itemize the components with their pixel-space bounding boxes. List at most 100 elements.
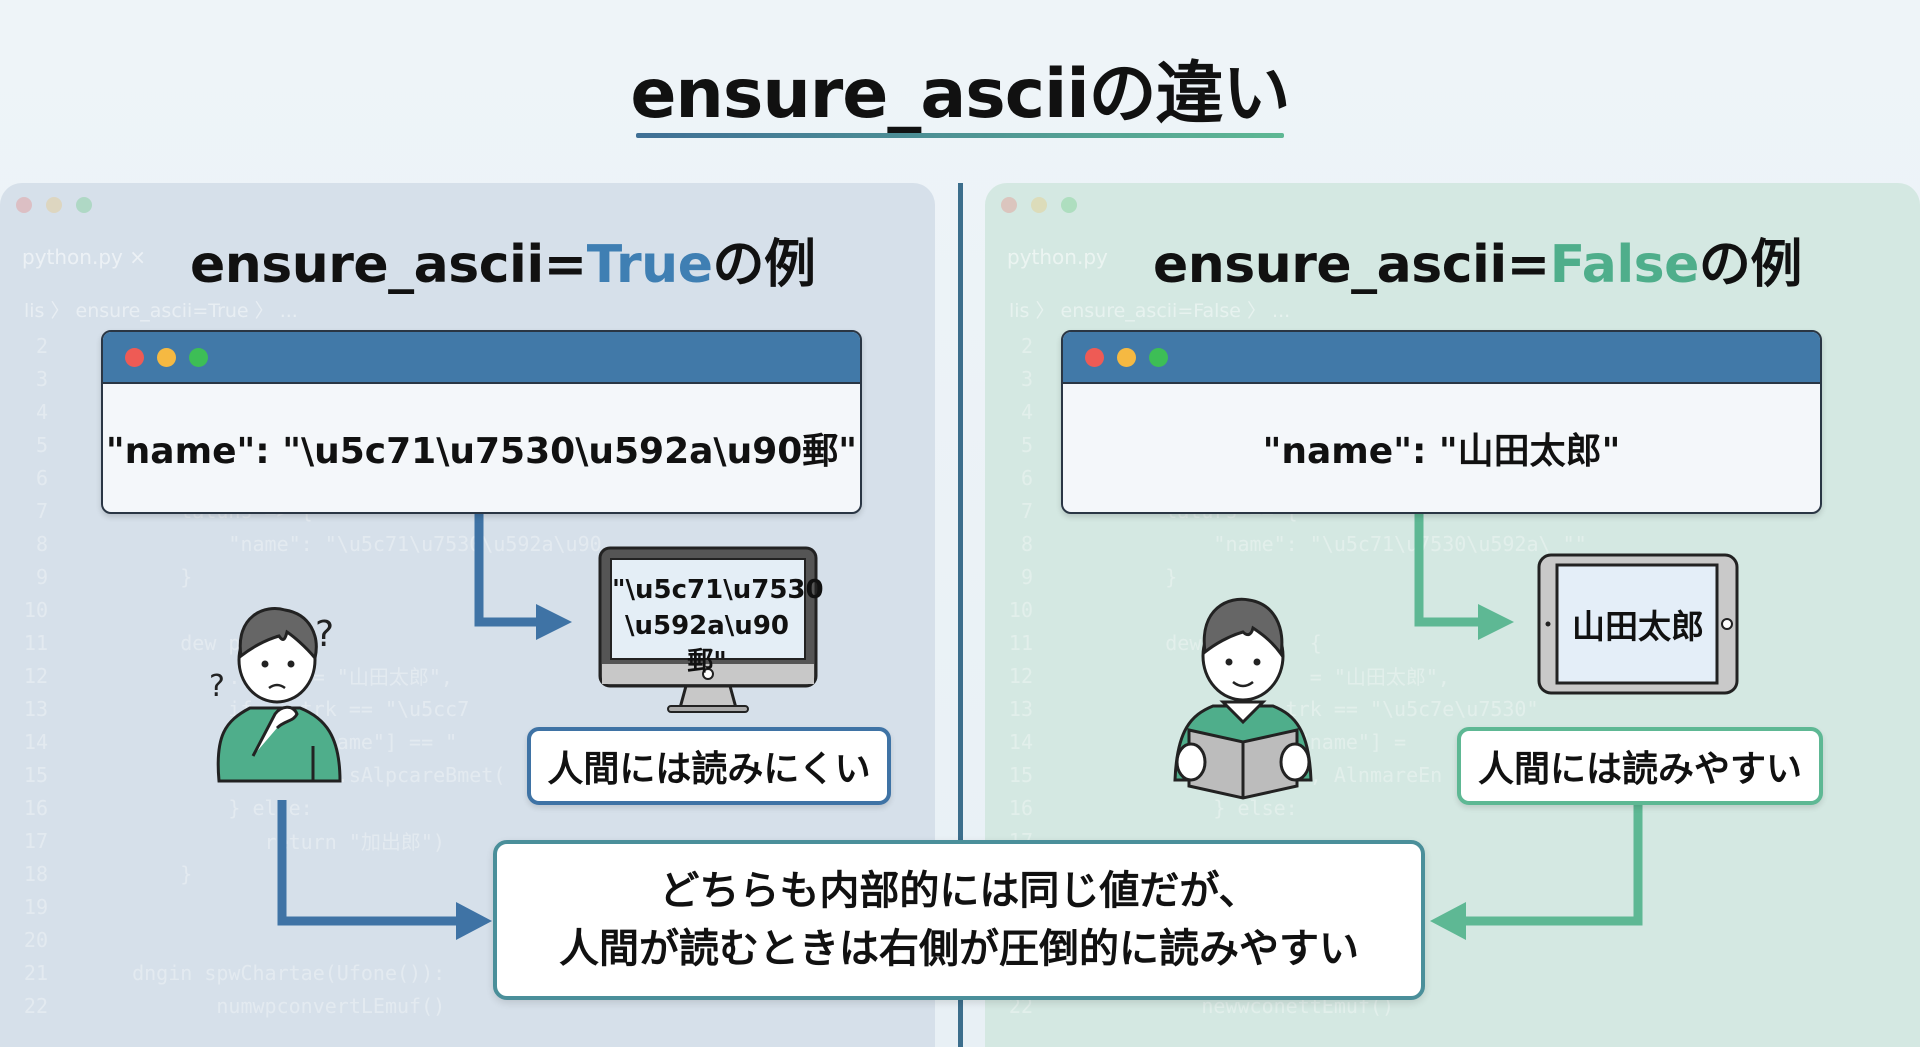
arrow-callout-to-summary — [1430, 798, 1643, 940]
heading-suffix: の例 — [712, 235, 816, 295]
question-mark-icon: ? — [315, 614, 334, 655]
line-number: 10 — [1008, 597, 1033, 622]
ghost-window-controls — [16, 197, 92, 213]
line-number: 17 — [23, 828, 48, 853]
line-number: 11 — [1008, 630, 1033, 655]
line-number: 12 — [23, 663, 48, 688]
line-number: 9 — [1020, 564, 1033, 589]
line-number: 20 — [23, 927, 48, 952]
ghost-close-dot — [1001, 197, 1017, 213]
code-line: 20 — [0, 923, 602, 956]
summary-line-2: 人間が読むときは右側が圧倒的に読みやすい — [559, 926, 1359, 972]
code-line: 13 if trk == "\u5cc7 — [0, 692, 602, 725]
code-text: return "加出郎") — [108, 830, 445, 854]
right-json-window: "name": "山田太郎" — [1061, 330, 1822, 514]
question-mark-icon: ? — [209, 669, 225, 704]
line-number: 6 — [1020, 465, 1033, 490]
line-number: 13 — [23, 696, 48, 721]
ghost-maximize-dot — [1061, 197, 1077, 213]
line-number: 6 — [35, 465, 48, 490]
ghost-editor-tab: python.py — [1007, 245, 1108, 269]
code-line: 16 } else: — [985, 791, 1587, 824]
hard-to-read-callout: 人間には読みにくい — [527, 727, 891, 805]
summary-line-1: どちらも内部的には同じ値だが、 — [659, 868, 1259, 914]
line-number: 3 — [1020, 366, 1033, 391]
code-line: 10 — [985, 593, 1587, 626]
maximize-dot-icon — [189, 348, 208, 367]
maximize-dot-icon — [1149, 348, 1168, 367]
code-text: } — [108, 564, 193, 589]
code-text: } — [1093, 564, 1178, 589]
line-number: 2 — [35, 333, 48, 358]
heading-keyword-true: True — [586, 235, 713, 295]
window-titlebar — [103, 332, 860, 384]
code-line: 17 return "加出郎") — [0, 824, 602, 857]
left-json-window: "name": "\u5c71\u7530\u592a\u90郵" — [101, 330, 862, 514]
left-panel-heading: ensure_ascii=Trueの例 — [190, 222, 816, 297]
line-number: 4 — [1020, 399, 1033, 424]
monitor-line-2: \u592a\u90郵" — [624, 611, 789, 677]
code-text: if trk == "\u5cc7 — [228, 696, 470, 721]
easy-to-read-callout: 人間には読みやすい — [1457, 727, 1823, 805]
code-line: 3 — [985, 362, 1587, 395]
ghost-maximize-dot — [76, 197, 92, 213]
line-number: 16 — [23, 795, 48, 820]
code-line: 3 — [0, 362, 602, 395]
summary-box: どちらも内部的には同じ値だが、 人間が読むときは右側が圧倒的に読みやすい — [493, 840, 1425, 1000]
line-number: 12 — [1008, 663, 1033, 688]
code-line: 8 "name": "\u5c71\u7530\u592a\u90 — [0, 527, 602, 560]
code-line: 2 — [985, 329, 1587, 362]
line-number: 7 — [35, 498, 48, 523]
minimize-dot-icon — [157, 348, 176, 367]
ghost-window-controls — [1001, 197, 1077, 213]
code-text: numwpconvertLEmuf() — [108, 993, 446, 1018]
ghost-minimize-dot — [1031, 197, 1047, 213]
line-number: 5 — [35, 432, 48, 457]
line-number: 18 — [23, 861, 48, 886]
line-number: 8 — [1020, 531, 1033, 556]
line-number: 7 — [1020, 498, 1033, 523]
line-number: 13 — [1008, 696, 1033, 721]
line-number: 2 — [1020, 333, 1033, 358]
right-panel-heading: ensure_ascii=Falseの例 — [1153, 222, 1802, 297]
line-number: 14 — [1008, 729, 1033, 754]
window-titlebar — [1063, 332, 1820, 384]
arrow-window-to-monitor — [474, 512, 572, 640]
close-dot-icon — [1085, 348, 1104, 367]
code-text: } — [108, 861, 193, 886]
code-line: 21 dngin spwChartae(Ufone()): — [0, 956, 602, 989]
center-divider — [958, 183, 963, 1047]
desktop-monitor-icon — [598, 546, 818, 713]
code-line: 19 — [0, 890, 602, 923]
json-output-escaped: "name": "\u5c71\u7530\u592a\u90郵" — [105, 431, 858, 472]
tablet-screen-text: 山田太郎 — [1572, 607, 1704, 646]
ghost-breadcrumb: lis 〉 ensure_ascii=True 〉 ... — [24, 300, 298, 322]
minimize-dot-icon — [1117, 348, 1136, 367]
heading-suffix: の例 — [1698, 235, 1803, 295]
code-line: 9 } — [0, 560, 602, 593]
line-number: 3 — [35, 366, 48, 391]
code-line: 22 numwpconvertLEmuf() — [0, 989, 602, 1022]
page-title: ensure_asciiの違い — [630, 55, 1290, 134]
json-output-unescaped: "name": "山田太郎" — [1262, 431, 1621, 472]
line-number: 14 — [23, 729, 48, 754]
title-underline — [636, 133, 1284, 138]
reading-person-icon — [1173, 597, 1313, 800]
code-text: } else: — [1093, 795, 1298, 820]
line-number: 9 — [35, 564, 48, 589]
line-number: 19 — [23, 894, 48, 919]
line-number: 22 — [23, 993, 48, 1018]
close-dot-icon — [125, 348, 144, 367]
line-number: 15 — [1008, 762, 1033, 787]
code-line: 6 — [0, 461, 602, 494]
ghost-breadcrumb: lis 〉 ensure_ascii=False 〉 ... — [1009, 300, 1291, 322]
code-line: 10 — [0, 593, 602, 626]
code-line: 9 } — [985, 560, 1587, 593]
line-number: 4 — [35, 399, 48, 424]
monitor-line-1: "\u5c71\u7530 — [612, 575, 824, 605]
code-line: 8 "name": "\u5c71\u7530\u592a\ "" — [985, 527, 1587, 560]
tablet-icon — [1537, 553, 1739, 695]
monitor-screen-text: "\u5c71\u7530 \u592a\u90郵" — [612, 572, 824, 680]
code-line: 11 dew pa { — [985, 626, 1587, 659]
